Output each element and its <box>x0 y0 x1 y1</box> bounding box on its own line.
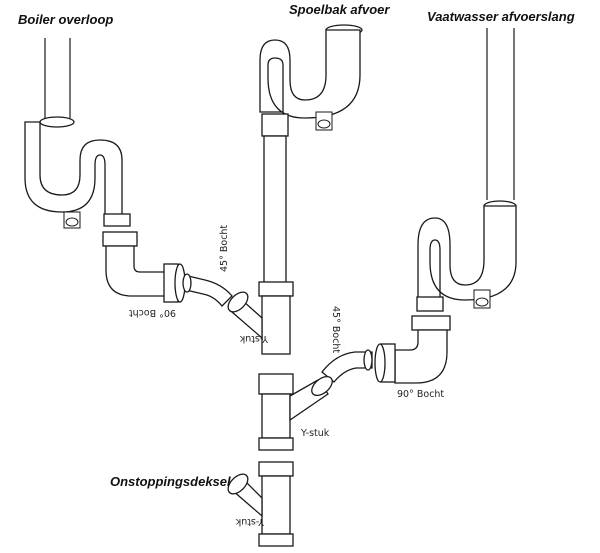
ystuk-mid-body <box>261 393 291 439</box>
boiler-hose <box>44 38 71 118</box>
bend45-right-end <box>363 349 373 371</box>
boiler-overflow-assembly: 90° Bocht <box>24 38 186 318</box>
sink-title: Spoelbak afvoer <box>289 2 390 17</box>
ystuk-bottom-body <box>261 475 291 535</box>
dishwasher-trap-drain-plug-ring <box>475 297 489 307</box>
boiler-siphon <box>24 121 123 216</box>
ystuk-mid-bottom-socket <box>258 437 294 451</box>
dishwasher-siphon <box>417 205 517 301</box>
ystuk-top-socket <box>258 281 294 297</box>
cleanout-title: Onstoppingsdeksel <box>110 474 231 489</box>
bend90-right-label: 90° Bocht <box>397 389 444 400</box>
dishwasher-title: Vaatwasser afvoerslang <box>427 9 575 24</box>
bend45-left-label: 45° Bocht <box>219 225 230 272</box>
bend90-left-pipe <box>105 245 166 297</box>
bend90-right-socket <box>411 315 451 331</box>
ystuk-top-branch-end <box>227 291 249 313</box>
dishwasher-hose <box>486 28 515 200</box>
ystuk-bottom-lower-socket <box>258 533 294 547</box>
boiler-trap-nut <box>103 213 131 227</box>
ystuk-bottom-label: Y-stuk <box>235 516 265 527</box>
bend45-right-label: 45° Bocht <box>330 306 341 353</box>
ystuk-top-body <box>261 295 291 355</box>
ystuk-mid-branch-end <box>311 375 333 397</box>
dishwasher-trap-nut <box>416 296 444 312</box>
cleanout-cap <box>227 473 249 495</box>
sink-trap-drain-plug-ring <box>317 119 331 129</box>
bend90-right-pipe <box>394 329 448 384</box>
boiler-trap-inlet <box>39 116 75 128</box>
ystuk-bottom-assembly: Y-stuk <box>227 461 294 547</box>
bend90-left-label: 90° Bocht <box>129 307 176 318</box>
boiler-trap-drain-plug-ring <box>65 217 79 227</box>
sink-downpipe <box>263 135 287 287</box>
sink-trap-nut <box>261 113 289 137</box>
ystuk-top-label: Y-stuk <box>239 333 269 344</box>
bend90-right-outlet-end <box>374 343 386 383</box>
ystuk-mid-assembly: Y-stuk <box>258 373 333 451</box>
ystuk-mid-socket <box>258 373 294 395</box>
ystuk-top-assembly: Y-stuk 45° Bocht <box>182 225 294 355</box>
ystuk-bottom-socket <box>258 461 294 477</box>
sink-drain-assembly <box>259 24 363 287</box>
ystuk-mid-label: Y-stuk <box>300 428 330 439</box>
boiler-title: Boiler overloop <box>18 12 113 27</box>
bend45-left-pipe <box>185 275 233 307</box>
bend90-left-socket <box>102 231 138 247</box>
bend45-left-end <box>182 273 192 293</box>
bend45-right-pipe <box>321 351 373 383</box>
sink-siphon <box>259 29 361 119</box>
dishwasher-assembly: 90° Bocht 45° Bocht <box>321 28 517 400</box>
